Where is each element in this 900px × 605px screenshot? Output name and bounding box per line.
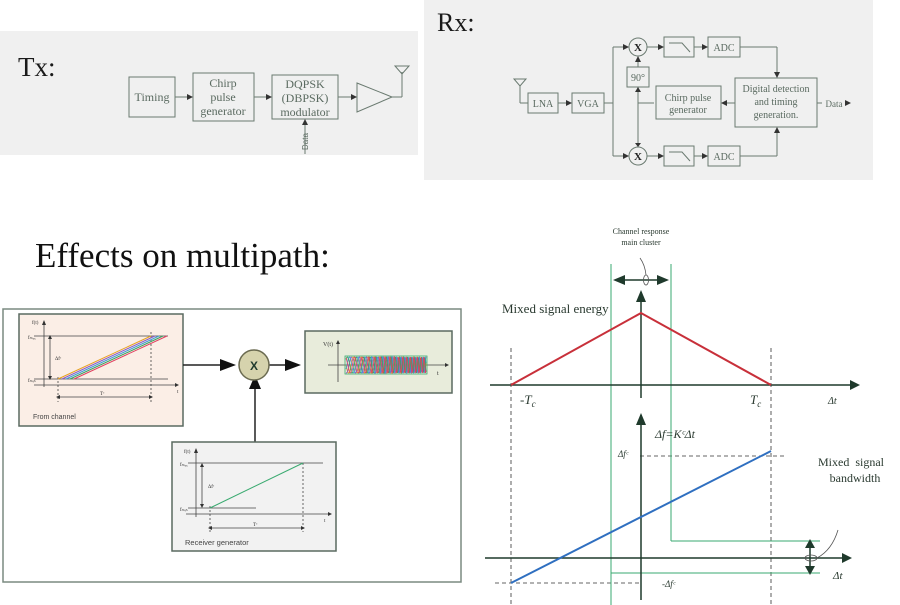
dt-bottom-label: Δt (832, 570, 843, 582)
from-channel-caption: From channel (33, 414, 76, 421)
vga-label: VGA (577, 99, 599, 110)
amplifier-icon (356, 82, 394, 113)
mixer-symbol: X (250, 359, 258, 373)
from-channel-fmin: fₘᵢₙ (28, 379, 36, 384)
tx-diagram: Timing Chirp pulse generator DQPSK (DBPS… (128, 65, 411, 154)
waveform-trace (345, 355, 427, 375)
lowpass-filter-icon (669, 42, 691, 53)
from-channel-box (18, 313, 184, 427)
mixer-bottom-symbol: X (634, 151, 642, 163)
lna-label: LNA (533, 99, 554, 110)
rx-chirp-label-2: generator (669, 105, 707, 116)
mixed-signal-plot: Channel response main cluster Mixed sign… (485, 227, 885, 605)
receiver-fmin: fₘᵢₙ (180, 508, 188, 513)
modulator-label-3: modulator (280, 105, 329, 119)
rx-antenna-icon (512, 78, 528, 87)
data-input-label: Data (301, 133, 310, 150)
multipath-diagram: f(t) fₘₐₓ fₘᵢₙ Δfᶜ Tᶜ t From channel X V… (2, 308, 462, 583)
from-channel-ylabel: f(t) (32, 321, 39, 326)
cluster-lines (610, 264, 820, 605)
multipath-title: Effects on multipath: (35, 236, 330, 275)
from-channel-period: Tᶜ (100, 392, 105, 397)
cluster-label-1: Channel response (613, 227, 670, 236)
energy-triangle-line (510, 311, 772, 386)
mixer-top-symbol: X (634, 42, 642, 54)
chirp-label-1: Chirp (209, 76, 236, 90)
rx-panel (424, 0, 873, 180)
receiver-ylabel: f(t) (184, 450, 191, 455)
energy-label: Mixed signal energy (502, 301, 609, 316)
rx-chirp-label-1: Chirp pulse (665, 93, 712, 104)
dt-top-label: Δt (827, 396, 837, 407)
digital-label-3: generation. (754, 110, 799, 121)
receiver-period: Tᶜ (253, 523, 258, 528)
neg-tc-label: -Tc (520, 392, 536, 409)
from-channel-delta: Δfᶜ (55, 357, 62, 362)
rx-chirp-generator-block (655, 85, 722, 120)
mixer-icon (238, 349, 270, 381)
lowpass-filter-top (663, 36, 695, 58)
receiver-chirp-line (209, 462, 304, 509)
output-xlabel: t (437, 371, 439, 377)
receiver-caption: Receiver generator (185, 538, 249, 547)
from-channel-xlabel: t (177, 390, 179, 395)
bandwidth-label-2: bandwidth (830, 471, 881, 485)
digital-label-2: and timing (754, 97, 797, 108)
formula-label: Δf=KᶜΔt (654, 427, 696, 441)
pos-tc-label: Tc (750, 392, 761, 409)
receiver-delta: Δfᶜ (208, 485, 215, 490)
digital-label-1: Digital detection (743, 84, 810, 95)
tx-panel (0, 31, 418, 155)
lowpass-filter-bottom (663, 145, 695, 167)
mixed-signal-waveform (344, 355, 428, 375)
tx-title: Tx: (18, 52, 56, 82)
phase-label: 90° (631, 73, 645, 84)
receiver-generator-box (171, 441, 337, 552)
receiver-fmax: fₘₐₓ (180, 463, 188, 468)
dfc-neg-label: -Δfᶜ (662, 579, 676, 589)
from-channel-fmax: fₘₐₓ (28, 336, 36, 341)
waveform-trace (345, 355, 427, 375)
output-ylabel: V(t) (323, 341, 333, 348)
receiver-xlabel: t (324, 519, 326, 524)
bandwidth-label-1: Mixed signal (818, 455, 885, 469)
channel-chirp-line (65, 335, 160, 380)
channel-chirp-line (57, 335, 152, 380)
antenna-icon (393, 65, 411, 75)
chirp-label-2: pulse (210, 90, 235, 104)
dfc-pos-label: Δfᶜ (617, 449, 629, 459)
rx-diagram: X X LNA VGA 90° ADC ADC Chirp pulse gene… (512, 36, 851, 167)
timing-label: Timing (135, 90, 170, 104)
channel-chirp-line (61, 335, 156, 380)
output-box (304, 330, 453, 394)
channel-chirp-lines (57, 335, 168, 380)
lowpass-filter-icon (669, 151, 691, 162)
cluster-label-2: main cluster (621, 238, 661, 247)
adc-top-label: ADC (713, 43, 734, 54)
channel-chirp-line (73, 335, 168, 380)
modulator-label-1: DQPSK (285, 77, 325, 91)
waveform-trace (345, 355, 427, 375)
rx-title: Rx: (437, 8, 475, 37)
data-output-label: Data (826, 99, 843, 109)
modulator-label-2: (DBPSK) (282, 91, 329, 105)
frequency-line (510, 450, 772, 584)
channel-chirp-line (69, 335, 164, 380)
chirp-label-3: generator (200, 104, 245, 118)
adc-bottom-label: ADC (713, 152, 734, 163)
